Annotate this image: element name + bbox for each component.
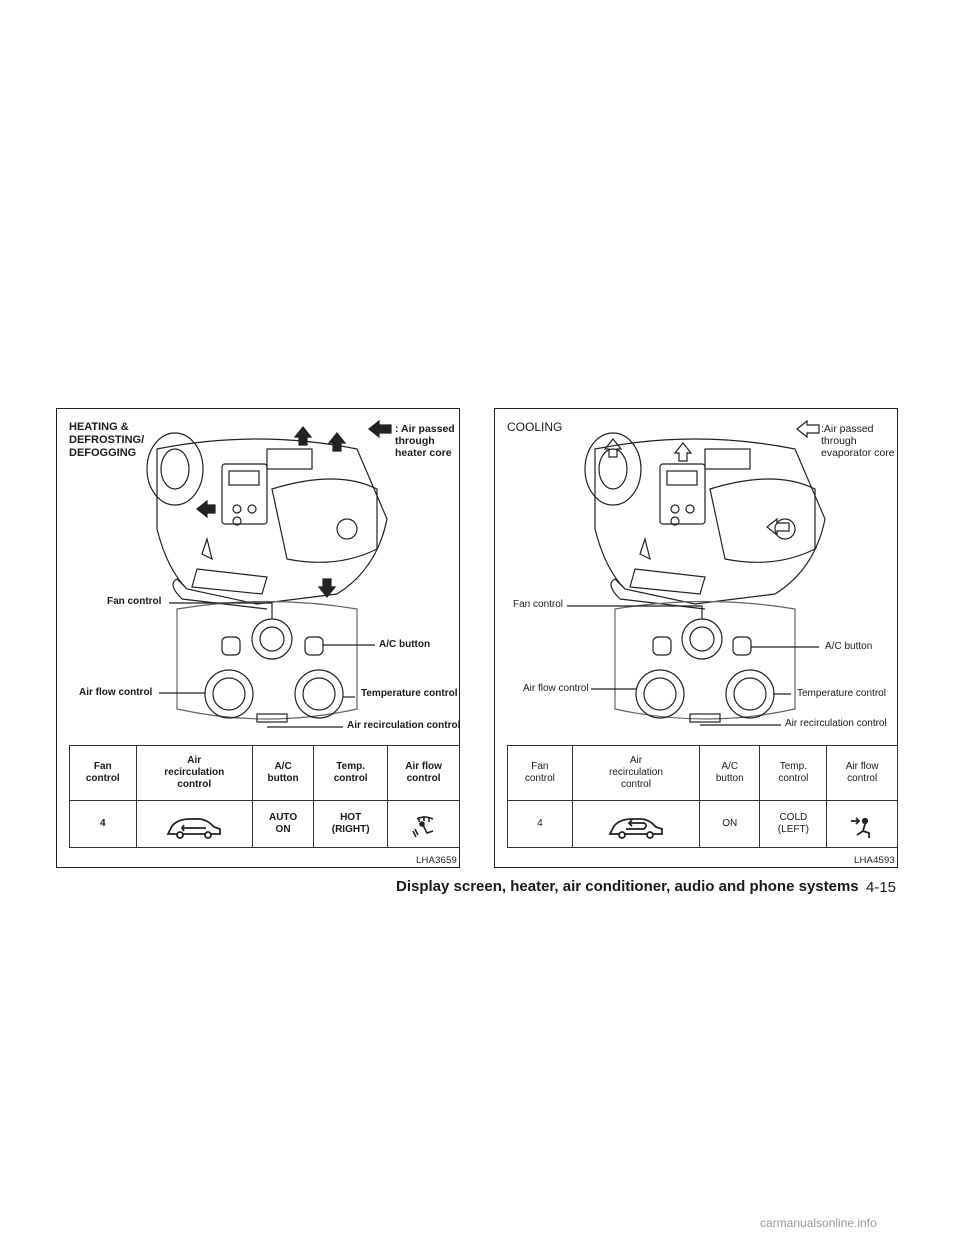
value-ac: ON	[699, 800, 761, 848]
header-recirc: Air recirculation control	[135, 745, 253, 801]
air-legend-label: : Air passed through heater core	[395, 423, 455, 459]
settings-table: Fan control Air recirculation control A/…	[507, 745, 898, 848]
temperature-control-callout: Temperature control	[797, 688, 886, 699]
value-temp: COLD (LEFT)	[759, 800, 828, 848]
figure-code: LHA3659	[415, 855, 457, 866]
heating-figure: HEATING & DEFROSTING/ DEFOGGING : Air pa…	[56, 408, 460, 868]
value-temp: HOT (RIGHT)	[313, 800, 389, 848]
panel-title: COOLING	[507, 420, 563, 434]
header-ac: A/C button	[699, 745, 761, 801]
panel-title: HEATING & DEFROSTING/ DEFOGGING	[69, 421, 145, 459]
face-vent-icon	[851, 817, 871, 838]
header-temp: Temp. control	[313, 745, 389, 801]
recirculation-off-car-icon	[166, 818, 222, 839]
header-temp: Temp. control	[759, 745, 828, 801]
recirculation-on-car-icon	[608, 818, 663, 839]
section-title: Display screen, heater, air conditioner,…	[396, 878, 859, 895]
fan-control-callout: Fan control	[107, 596, 162, 607]
header-ac: A/C button	[251, 745, 315, 801]
cooling-figure: COOLING :Air passed through evaporator c…	[494, 408, 898, 868]
value-fan: 4	[507, 800, 573, 848]
air-recirculation-control-callout: Air recirculation control	[785, 718, 887, 729]
ac-button-callout: A/C button	[379, 639, 431, 650]
header-fan: Fan control	[507, 745, 573, 801]
value-fan: 4	[69, 800, 137, 848]
air-legend-label: :Air passed through evaporator core	[821, 423, 895, 459]
page-number: 4-15	[866, 879, 897, 896]
cooling-dashboard-illustration	[567, 419, 826, 726]
fan-control-callout: Fan control	[513, 599, 564, 610]
air-flow-control-callout: Air flow control	[523, 683, 589, 694]
air-flow-control-callout: Air flow control	[79, 687, 153, 698]
header-airflow: Air flow control	[826, 745, 898, 801]
heating-dashboard-illustration	[146, 419, 392, 728]
ac-button-callout: A/C button	[825, 641, 873, 652]
figure-code: LHA4593	[853, 855, 895, 866]
header-recirc: Air recirculation control	[571, 745, 701, 801]
header-fan: Fan control	[69, 745, 137, 801]
temperature-control-callout: Temperature control	[361, 688, 458, 699]
defrost-floor-icon	[411, 816, 433, 838]
watermark[interactable]: carmanualsonline.info	[760, 1216, 877, 1230]
settings-table: Fan control Air recirculation control A/…	[69, 745, 460, 848]
air-recirculation-control-callout: Air recirculation control	[347, 720, 461, 731]
header-airflow: Air flow control	[387, 745, 460, 801]
value-ac: AUTO ON	[251, 800, 315, 848]
